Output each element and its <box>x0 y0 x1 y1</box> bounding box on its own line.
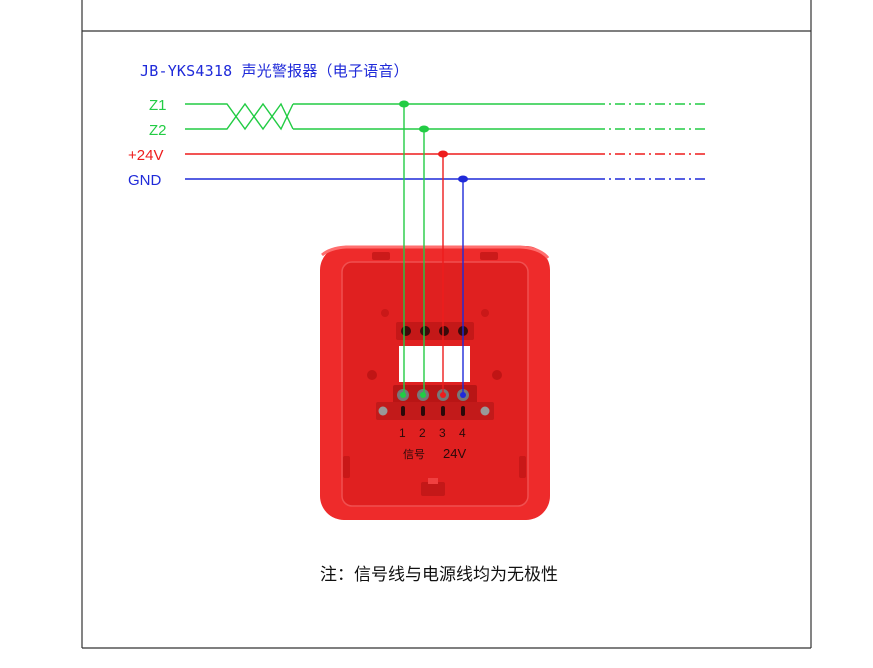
terminal-block <box>393 385 477 405</box>
document-frame <box>81 0 812 649</box>
device-window <box>399 346 470 382</box>
terminal-number-3: 3 <box>439 426 446 440</box>
device-inner-recess <box>341 261 529 507</box>
wire-label-24v: +24V <box>128 147 163 164</box>
terminal-signal-label: 信号 <box>403 448 425 461</box>
terminal-number-2: 2 <box>419 426 426 440</box>
junction-dots <box>399 100 468 183</box>
wire-label-z2: Z2 <box>149 122 167 139</box>
diagram-title: JB-YKS4318 声光警报器（电子语音） <box>140 62 409 80</box>
terminal-power-label: 24V <box>443 446 466 461</box>
terminal-number-4: 4 <box>459 426 466 440</box>
terminal-number-1: 1 <box>399 426 406 440</box>
bus-wires <box>185 102 708 180</box>
alarm-device: 1 2 3 4 信号 24V <box>320 245 550 520</box>
wire-label-gnd: GND <box>128 172 162 189</box>
drop-wires <box>403 104 464 395</box>
wire-z1 <box>185 102 708 131</box>
polarity-note: 注：信号线与电源线均为无极性 <box>320 565 558 585</box>
wire-z2 <box>185 102 708 131</box>
wire-label-z1: Z1 <box>149 97 167 114</box>
